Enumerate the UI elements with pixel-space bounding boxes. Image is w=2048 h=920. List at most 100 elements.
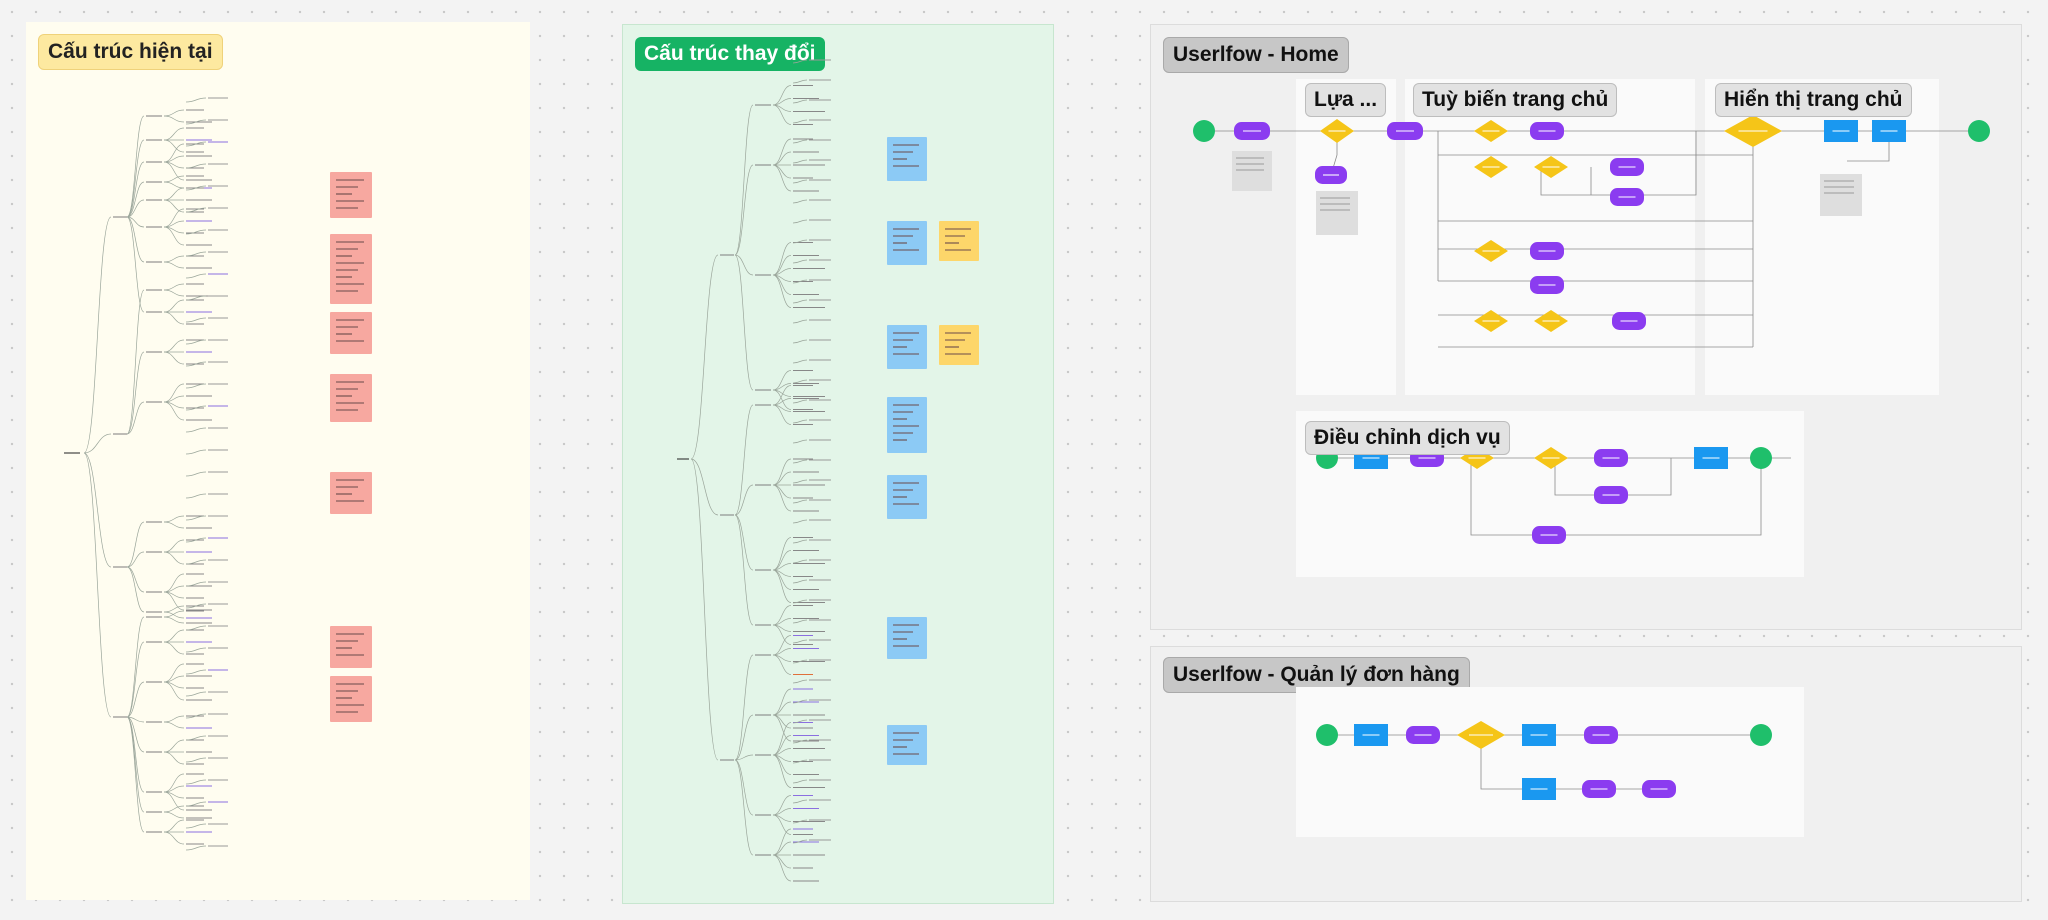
mindmap-branch: [772, 458, 792, 486]
flow-connector: [1480, 735, 1659, 790]
mindmap-branch: [163, 573, 185, 593]
mindmap-branch: [792, 399, 808, 404]
mindmap-branch: [690, 254, 719, 460]
mindmap-branch: [734, 164, 754, 256]
mindmap-branch: [126, 551, 145, 568]
mindmap-branch: [772, 274, 792, 308]
mindmap-branch: [772, 688, 792, 716]
mindmap-branch: [126, 181, 145, 218]
mindmap-branch: [792, 539, 808, 544]
mindmap-branch: [792, 719, 808, 724]
mindmap-branch: [792, 759, 808, 764]
mindmap-branch: [792, 679, 808, 684]
mindmap-branch: [185, 823, 207, 829]
mindmap-changed: [677, 59, 979, 882]
mindmap-branch: [772, 138, 792, 166]
mindmap-branch: [772, 854, 792, 869]
mindmap-branch: [792, 259, 808, 264]
mindmap-branch: [734, 759, 754, 856]
sticky-note: [887, 617, 927, 659]
start-end-node: [1750, 724, 1772, 746]
mindmap-branch: [772, 722, 792, 756]
mindmap-branch: [163, 663, 185, 683]
mindmap-branch: [772, 104, 792, 125]
mindmap-branch: [185, 295, 207, 301]
mindmap-branch: [772, 714, 792, 742]
mindmap-branch: [185, 603, 207, 609]
mindmap-branch: [772, 635, 792, 656]
mindmap-branch: [185, 625, 207, 631]
flow-orders-diagram: [1316, 721, 1772, 800]
sticky-note: [330, 626, 372, 668]
mindmap-branch: [126, 716, 145, 723]
mindmap-branch: [163, 715, 185, 723]
mindmap-branch: [792, 559, 808, 564]
mindmap-branch: [772, 654, 792, 675]
sticky-note: [887, 397, 927, 453]
start-end-node: [1193, 120, 1215, 142]
mindmap-branch: [772, 164, 792, 179]
sticky-note: [939, 221, 979, 261]
mindmap-branch: [185, 141, 207, 147]
frame-userflow-orders[interactable]: Userlfow - Quản lý đơn hàng: [1150, 646, 2022, 902]
mindmap-branch: [690, 458, 719, 516]
mindmap-branch: [792, 379, 808, 384]
mindmap-branch: [163, 115, 185, 123]
mindmap-branch: [126, 681, 145, 718]
mindmap-branch: [185, 735, 207, 741]
mindmap-branch: [792, 239, 808, 244]
mindmap-branch: [734, 484, 754, 516]
mindmap-branch: [185, 163, 207, 169]
frame-changed-structure[interactable]: Cấu trúc thay đổi: [622, 24, 1054, 904]
mindmap-branch: [163, 289, 185, 297]
mindmap-branch: [163, 181, 185, 189]
mindmap-branch: [185, 405, 207, 411]
mindmap-branch: [185, 229, 207, 235]
mindmap-branch: [792, 279, 808, 284]
mindmap-branch: [185, 647, 207, 653]
mindmap-branch: [772, 85, 792, 106]
mindmap-branch: [163, 681, 185, 701]
mindmap-branch: [163, 161, 185, 181]
mindmap-branch: [185, 317, 207, 323]
mindmap-branch: [126, 716, 145, 753]
mindmap-branch: [126, 139, 145, 218]
mindmap-branch: [126, 401, 145, 435]
frame-current-structure[interactable]: Cấu trúc hiện tại: [26, 22, 530, 900]
mindmap-branch: [126, 716, 145, 793]
mindmap-branch: [126, 716, 145, 813]
mindmap-branch: [792, 219, 808, 224]
mindmap-branch: [163, 811, 185, 819]
mindmap-branch: [185, 801, 207, 807]
mindmap-branch: [792, 599, 808, 604]
mindmap-branch: [772, 854, 792, 882]
mindmap-branch: [792, 139, 808, 144]
mindmap-current: [64, 97, 372, 851]
flow-connector: [1537, 458, 1762, 536]
mindmap-branch: [163, 616, 185, 624]
note-node: [1820, 174, 1862, 216]
mindmap-branch: [734, 754, 754, 761]
section-orders-flow[interactable]: [1296, 687, 1804, 837]
mindmap-branch: [792, 619, 808, 624]
mindmap-branch: [163, 591, 185, 611]
mindmap-branch: [126, 216, 145, 263]
mindmap-branch: [792, 659, 808, 664]
mindmap-branch: [792, 299, 808, 304]
mindmap-branch: [83, 216, 112, 454]
mindmap-branch: [163, 208, 185, 228]
mindmap-branch: [126, 566, 145, 613]
start-end-node: [1316, 724, 1338, 746]
mindmap-branch: [83, 452, 112, 718]
mindmap-branch: [772, 550, 792, 571]
mindmap-branch: [792, 739, 808, 744]
mindmap-branch: [185, 361, 207, 367]
frame-userflow-home[interactable]: Userlfow - Home Lựa ... Tuỳ biến trang c…: [1150, 24, 2022, 630]
mindmap-branch: [185, 97, 207, 103]
mindmap-branch: [185, 537, 207, 543]
mindmap-branch: [163, 383, 185, 403]
mindmap-branch: [163, 401, 185, 421]
mindmap-branch: [792, 439, 808, 444]
mindmap-branch: [163, 791, 185, 811]
mindmap-branch: [163, 143, 185, 163]
